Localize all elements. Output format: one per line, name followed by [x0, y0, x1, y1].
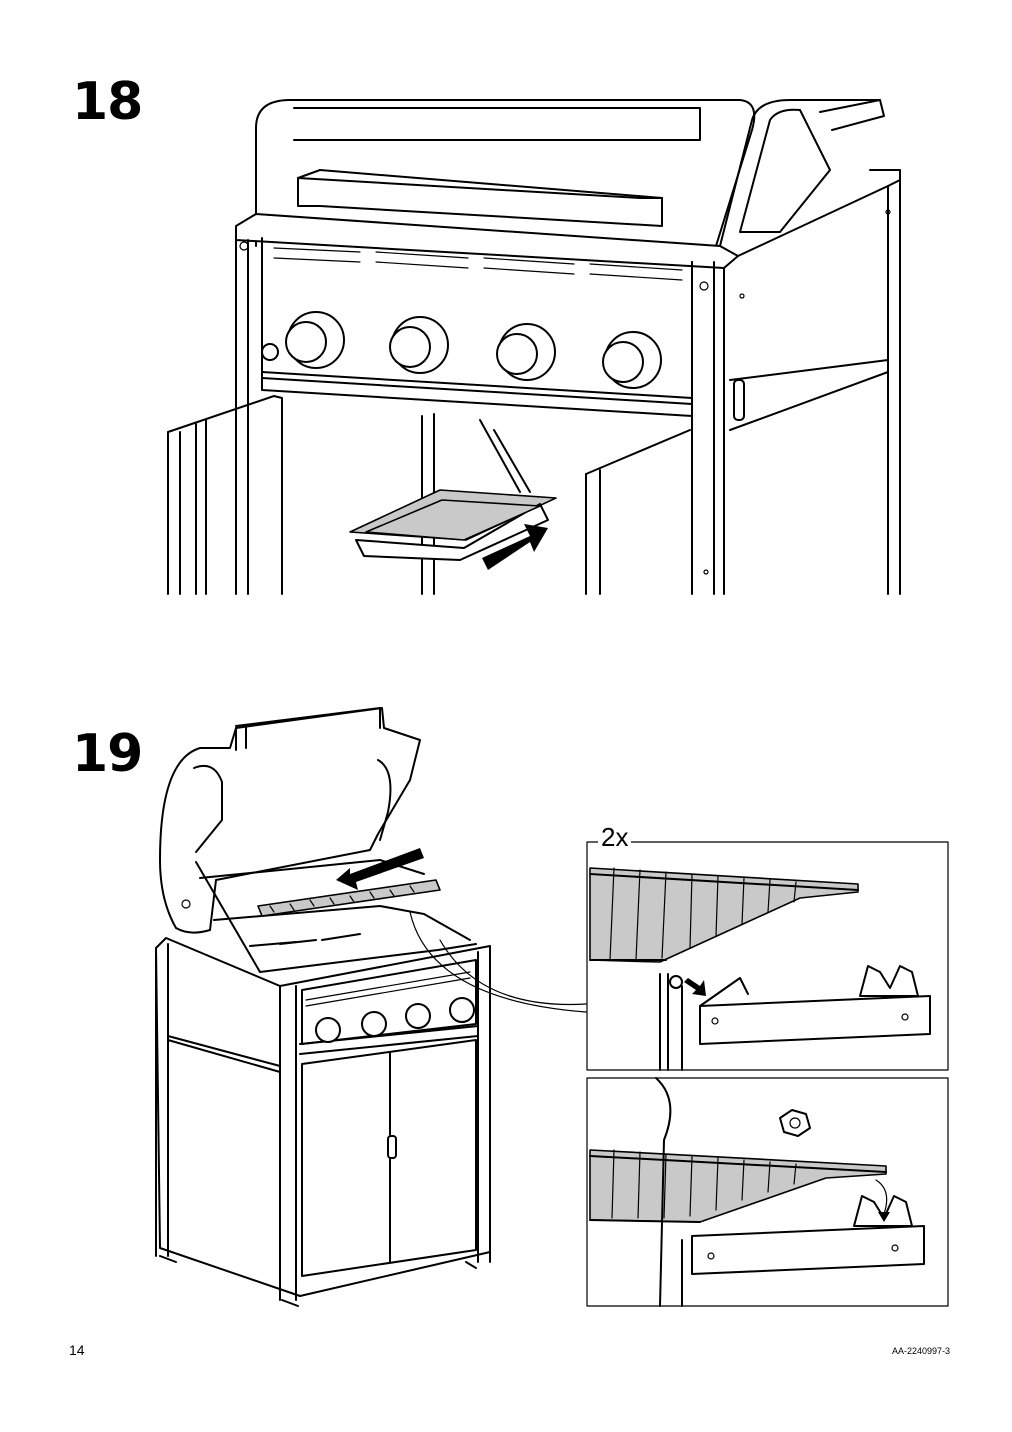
place-arrow-icon [336, 848, 424, 890]
burner-knobs [261, 311, 662, 389]
step-19-illustration [155, 707, 587, 1307]
detail-box-bottom [586, 1077, 949, 1307]
quantity-label: 2x [598, 824, 632, 850]
push-arrow-icon [482, 524, 548, 570]
detail-box-top [586, 841, 949, 1071]
step-18-number: 18 [72, 72, 143, 132]
grate-rod [589, 873, 859, 891]
detail-arrow-icon [684, 978, 706, 996]
cooking-grate-small [257, 879, 441, 917]
vent-slots [273, 247, 683, 281]
page-number: 14 [69, 1342, 85, 1358]
step-18-illustration [167, 99, 901, 595]
document-id: AA-2240997-3 [891, 1346, 950, 1356]
step-19-number: 19 [72, 724, 143, 784]
